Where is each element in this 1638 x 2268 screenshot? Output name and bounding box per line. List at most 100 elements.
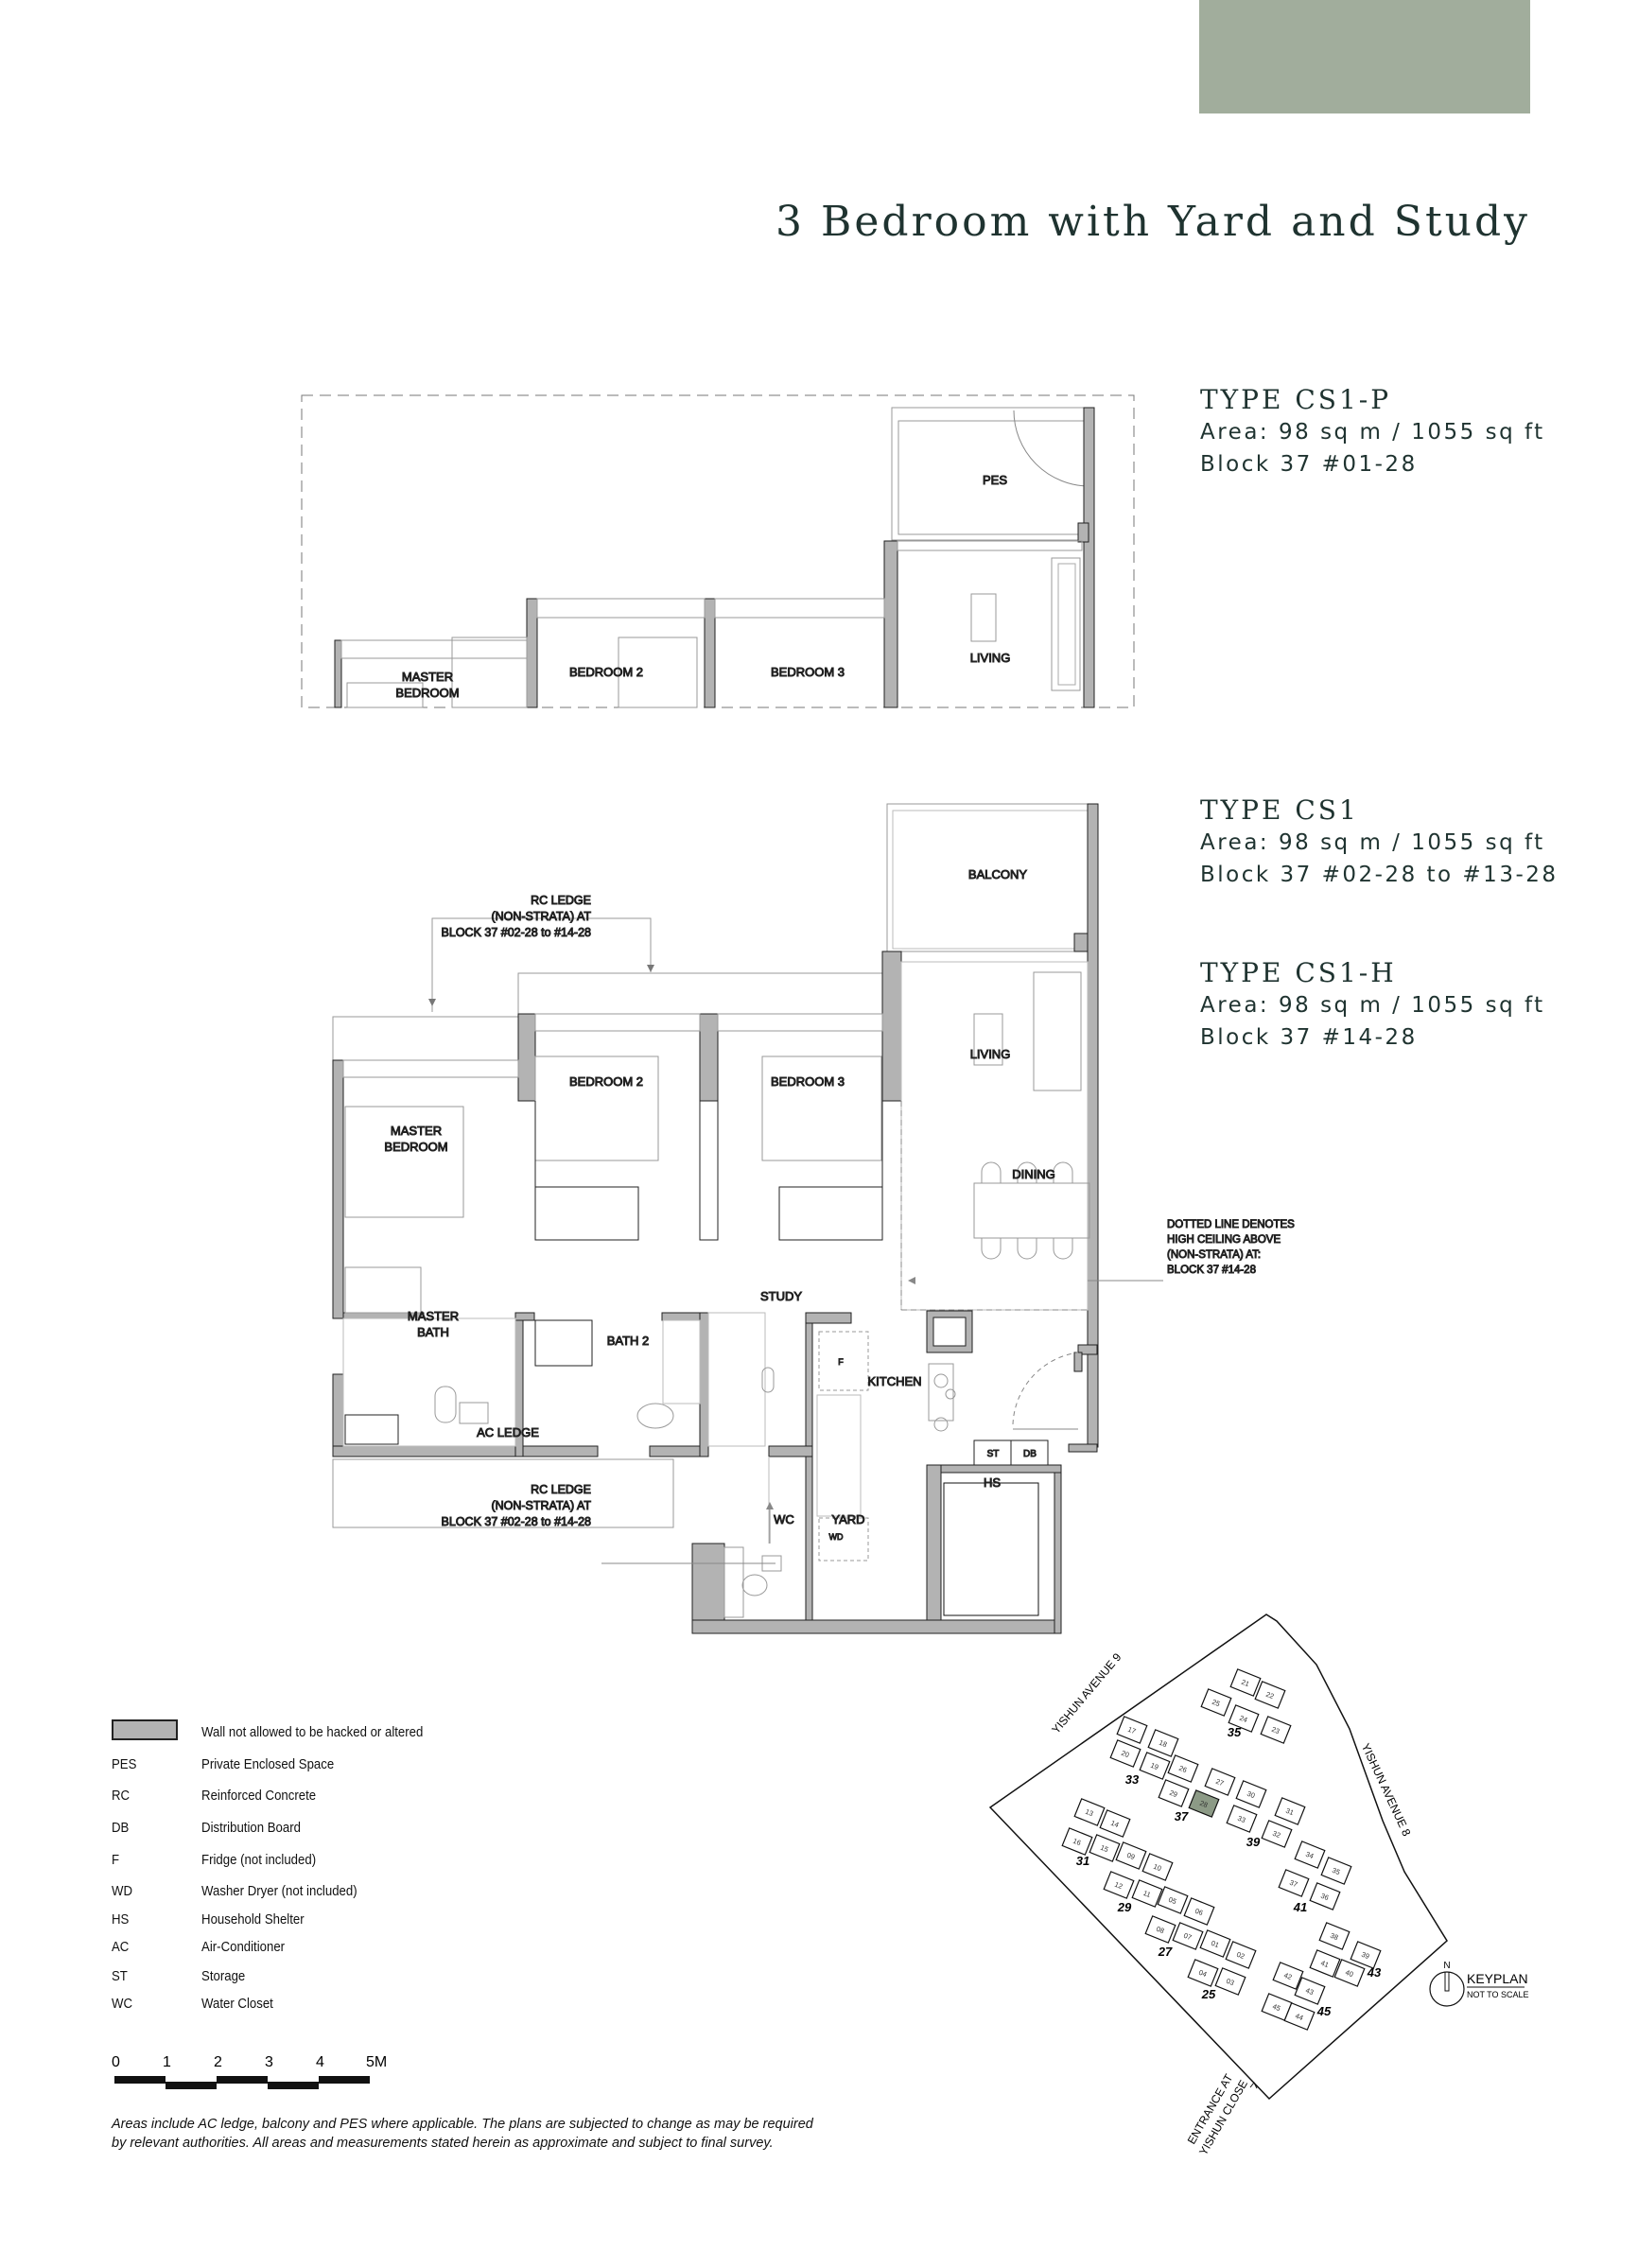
rc-ledge-note-line: (NON-STRATA) AT (491, 910, 591, 923)
unit-number: 45 (1271, 2002, 1281, 2013)
block-number: 43 (1367, 1965, 1382, 1980)
keyplan-unit: 18 (1147, 1729, 1179, 1757)
unit-number: 30 (1246, 1789, 1256, 1800)
page-title: 3 Bedroom with Yard and Study (775, 198, 1530, 247)
room-label-master-bedroom: MASTER (391, 1124, 442, 1138)
type-name: TYPE CS1-P (1200, 384, 1392, 415)
scale-tick-label: 1 (163, 2054, 171, 2070)
entrance-label: ENTRANCE AT (1185, 2071, 1236, 2147)
keyplan-unit: 19 (1139, 1752, 1171, 1780)
keyplan-unit: 37 (1278, 1869, 1310, 1897)
room-label-bedroom2: BEDROOM 2 (569, 665, 643, 679)
keyplan-unit: 21 (1229, 1668, 1262, 1697)
unit-number: 10 (1152, 1862, 1162, 1873)
keyplan-unit: 25 (1200, 1688, 1232, 1717)
room-label-master-bedroom: MASTER (402, 670, 453, 684)
unit-number: 01 (1210, 1939, 1220, 1949)
unit-number: 43 (1304, 1986, 1315, 1997)
type-name: TYPE CS1-H (1200, 957, 1397, 988)
entrance-label: YISHUN CLOSE (1196, 2078, 1250, 2157)
footnote: Areas include AC ledge, balcony and PES … (112, 2117, 813, 2151)
legend-abbr: PES (112, 1756, 137, 1772)
room-label-master-bath: MASTER (408, 1309, 459, 1323)
room-label-balcony: BALCONY (968, 867, 1027, 881)
fridge-label: F (838, 1357, 844, 1367)
keyplan-unit: 11 (1131, 1879, 1163, 1908)
room-label-bedroom3: BEDROOM 3 (771, 1074, 845, 1089)
legend-abbr: AC (112, 1939, 130, 1955)
room-label-master-bedroom: BEDROOM (395, 686, 459, 700)
block-number: 35 (1228, 1725, 1242, 1739)
scale-segment (268, 2082, 319, 2089)
keyplan-unit: 09 (1115, 1841, 1147, 1870)
legend-desc: Washer Dryer (not included) (201, 1883, 357, 1899)
keyplan-title: KEYPLAN (1467, 1971, 1528, 1986)
room-label-study: STUDY (760, 1289, 802, 1303)
unit-number: 22 (1264, 1690, 1275, 1701)
keyplan-unit: 35 (1320, 1857, 1352, 1885)
unit-number: 25 (1211, 1698, 1221, 1708)
unit-number: 05 (1167, 1895, 1177, 1906)
room-label-db: DB (1023, 1449, 1037, 1459)
floor-plans: PES LIVING BEDROOM 2 BEDROOM 3 MASTER BE… (301, 394, 1296, 1634)
type-cs1-p-info: TYPE CS1-P Area: 98 sq m / 1055 sq ft Bl… (1200, 384, 1545, 480)
legend-desc: Storage (201, 1968, 246, 1984)
road-label-yishun-ave-8: YISHUN AVENUE 8 (1359, 1741, 1414, 1839)
keyplan-unit: 13 (1073, 1798, 1106, 1826)
unit-number: 37 (1288, 1878, 1298, 1889)
unit-number: 23 (1270, 1725, 1281, 1736)
block-number: 45 (1316, 2004, 1332, 2018)
type-cs1-h-info: TYPE CS1-H Area: 98 sq m / 1055 sq ft Bl… (1200, 957, 1545, 1054)
unit-number: 24 (1238, 1714, 1248, 1724)
keyplan-unit: 04 (1187, 1959, 1219, 1987)
unit-number: 15 (1099, 1843, 1109, 1854)
room-label-ac-ledge: AC LEDGE (477, 1425, 539, 1439)
unit-number: 11 (1142, 1889, 1153, 1899)
keyplan-unit: 20 (1109, 1739, 1141, 1768)
keyplan-unit: 23 (1260, 1716, 1292, 1744)
keyplan-unit: 06 (1183, 1897, 1215, 1926)
block-number: 31 (1076, 1854, 1089, 1868)
unit-number: 28 (1198, 1799, 1209, 1809)
keyplan-unit: 45 (1261, 1993, 1293, 2021)
rc-ledge-note-line: (NON-STRATA) AT (491, 1499, 591, 1512)
block-number: 41 (1293, 1900, 1307, 1914)
legend-desc: Distribution Board (201, 1820, 301, 1836)
unit-number: 14 (1109, 1819, 1120, 1829)
rc-ledge-note-line: BLOCK 37 #02-28 to #14-28 (442, 926, 591, 939)
type-cs1-info: TYPE CS1 Area: 98 sq m / 1055 sq ft Bloc… (1200, 794, 1559, 891)
legend-abbr: ST (112, 1968, 128, 1984)
unit-number: 42 (1282, 1971, 1293, 1981)
keyplan-unit: 24 (1228, 1704, 1260, 1733)
block-number: 29 (1117, 1900, 1132, 1914)
legend-desc: Reinforced Concrete (201, 1788, 317, 1804)
unit-number: 40 (1344, 1968, 1354, 1979)
unit-number: 02 (1235, 1950, 1246, 1961)
unit-number: 09 (1125, 1851, 1136, 1861)
keyplan-subtitle: NOT TO SCALE (1467, 1990, 1529, 1999)
legend-desc: Air-Conditioner (201, 1939, 286, 1955)
unit-number: 34 (1304, 1850, 1315, 1860)
type-block: Block 37 #02-28 to #13-28 (1200, 863, 1559, 887)
keyplan-unit: 14 (1099, 1809, 1131, 1838)
rc-ledge-note-line: RC LEDGE (531, 1483, 591, 1496)
keyplan-unit: 15 (1089, 1834, 1121, 1862)
keyplan-unit: 43 (1294, 1977, 1326, 2005)
scale-segment (114, 2076, 166, 2084)
unit-number: 26 (1177, 1764, 1188, 1774)
unit-number: 13 (1084, 1807, 1094, 1818)
keyplan-unit: 16 (1061, 1827, 1093, 1856)
keyplan-unit: 05 (1157, 1886, 1189, 1914)
unit-number: 41 (1319, 1959, 1330, 1969)
north-label: N (1443, 1961, 1450, 1971)
site-boundary (988, 1614, 1448, 2101)
unit-number: 19 (1149, 1761, 1159, 1771)
keyplan-unit: 28 (1188, 1789, 1220, 1818)
plan-crop-boundary (301, 394, 1135, 708)
unit-number: 12 (1113, 1880, 1124, 1891)
wall-legend-swatch (112, 1719, 178, 1740)
unit-number: 39 (1360, 1950, 1370, 1961)
unit-number: 16 (1072, 1837, 1082, 1847)
legend-abbr: DB (112, 1820, 130, 1836)
keyplan-unit: 03 (1214, 1967, 1246, 1996)
